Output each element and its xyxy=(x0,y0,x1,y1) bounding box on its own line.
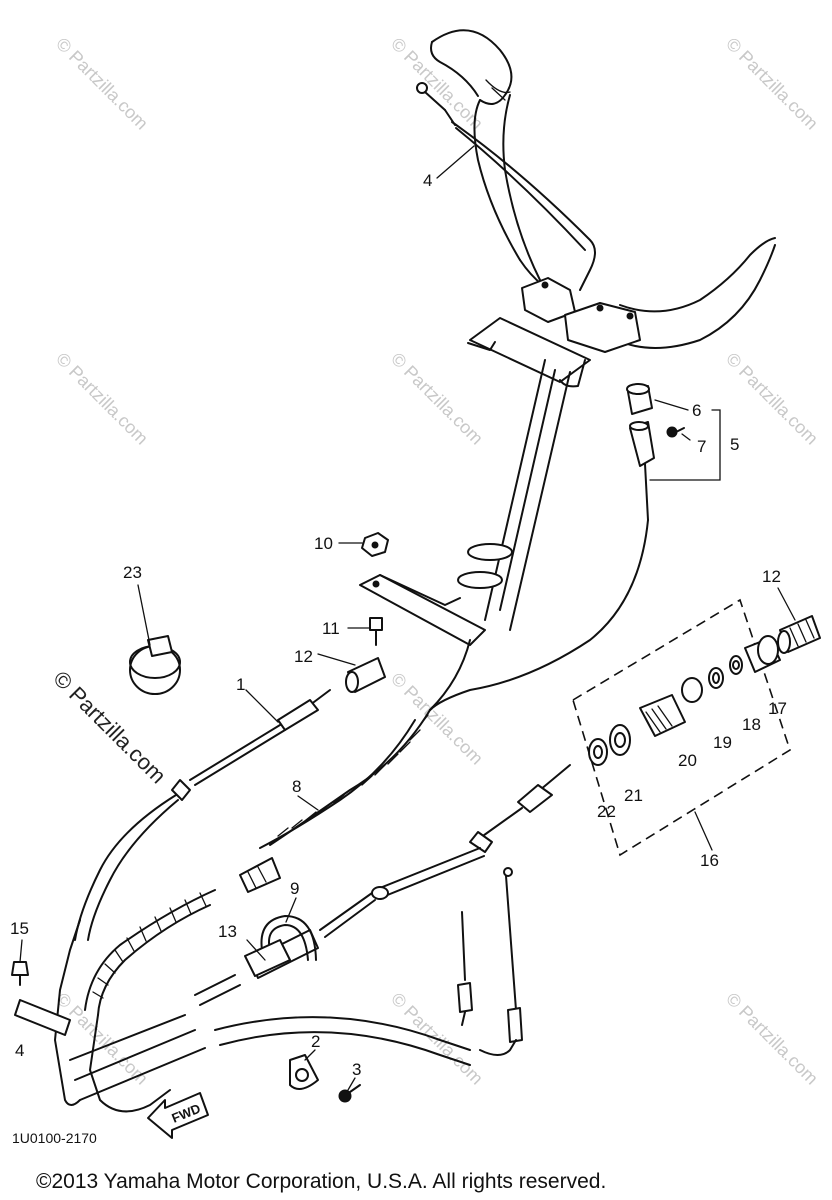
callout-5: 5 xyxy=(730,435,739,454)
callout-3: 3 xyxy=(352,1060,361,1079)
callout-15: 15 xyxy=(10,919,29,938)
cable-1 xyxy=(74,689,331,941)
copyright-notice: ©2013 Yamaha Motor Corporation, U.S.A. A… xyxy=(36,1170,606,1193)
trim-knob-assembly xyxy=(626,383,685,521)
grommet xyxy=(244,939,291,977)
trim-cable xyxy=(429,519,649,711)
watermark: © Partzilla.com xyxy=(722,989,822,1089)
watermark: © Partzilla.com xyxy=(722,349,822,449)
screw-3 xyxy=(338,1084,361,1103)
cable-clip xyxy=(260,915,317,961)
diagram-code: 1U0100-2170 xyxy=(12,1130,97,1146)
callout-16: 16 xyxy=(700,851,719,870)
callout-18: 18 xyxy=(742,715,761,734)
callout-6: 6 xyxy=(692,401,701,420)
callout-1: 1 xyxy=(236,675,245,694)
watermark: © Partzilla.com xyxy=(387,349,487,449)
valve-15 xyxy=(11,961,29,986)
bolt-11 xyxy=(369,617,383,646)
watermark: © Partzilla.com xyxy=(52,349,152,449)
callout-11: 11 xyxy=(322,619,340,638)
callout-23: 23 xyxy=(123,563,142,582)
callout-8: 8 xyxy=(292,777,301,796)
watermark: © Partzilla.com xyxy=(52,34,152,134)
callout-12-left: 12 xyxy=(294,647,313,666)
leader-lines xyxy=(19,145,796,1091)
callout-4-upper: 4 xyxy=(423,171,432,190)
cable-ends xyxy=(457,867,523,1056)
callout-20: 20 xyxy=(678,751,697,770)
callout-9: 9 xyxy=(290,879,299,898)
handlebar xyxy=(430,29,776,349)
callout-7: 7 xyxy=(697,437,706,456)
callout-17: 17 xyxy=(768,699,787,718)
group-16-box xyxy=(572,598,791,857)
clip-2 xyxy=(289,1054,319,1090)
handlebar-clamp xyxy=(521,277,641,353)
steering-column xyxy=(457,317,591,631)
callout-4-lower: 4 xyxy=(15,1041,24,1060)
lower-cable-bundle xyxy=(14,919,471,1113)
throttle-cable-upper xyxy=(416,82,596,291)
band-23 xyxy=(129,635,181,695)
exploded-parts xyxy=(588,635,781,766)
sleeve-12-right xyxy=(777,615,821,654)
steering-bracket xyxy=(359,574,486,646)
spiral-protector xyxy=(84,709,431,1016)
callout-12-right: 12 xyxy=(762,567,781,586)
watermark: © Partzilla.com xyxy=(722,34,822,134)
callout-13: 13 xyxy=(218,922,237,941)
watermark: © Partzilla.com xyxy=(387,34,487,134)
callout-22: 22 xyxy=(597,802,616,821)
callout-19: 19 xyxy=(713,733,732,752)
callout-21: 21 xyxy=(624,786,643,805)
nut-10 xyxy=(361,532,389,557)
callout-labels: 1 2 3 4 4 5 6 7 8 9 10 11 12 12 13 15 16… xyxy=(10,171,787,1079)
callout-2: 2 xyxy=(311,1032,320,1051)
callout-10: 10 xyxy=(314,534,333,553)
sleeve-12-left xyxy=(345,657,386,693)
watermark: © Partzilla.com xyxy=(52,989,152,1089)
watermark: © Partzilla.com xyxy=(387,669,487,769)
